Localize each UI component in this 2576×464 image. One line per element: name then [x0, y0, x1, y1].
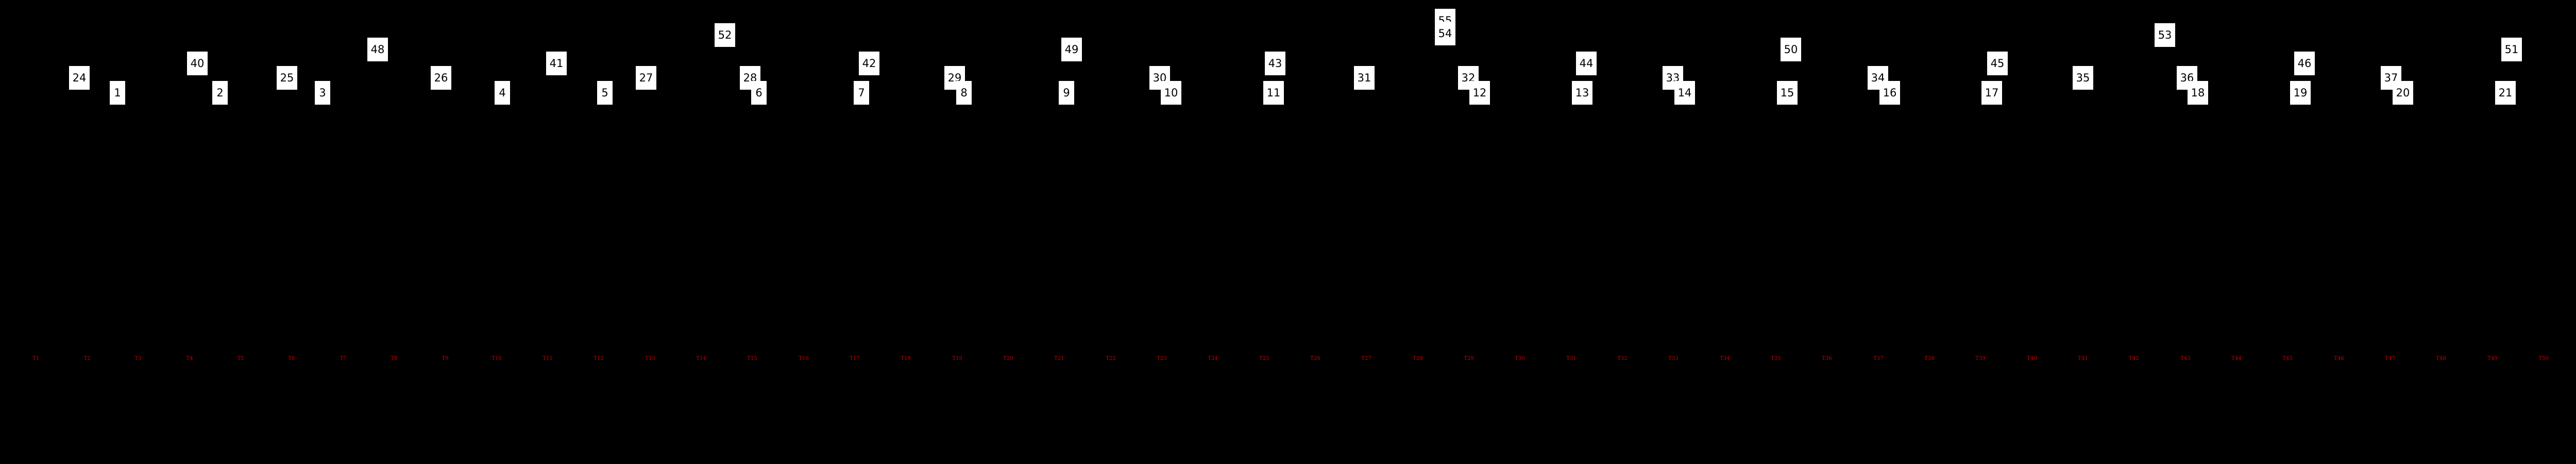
leaf-label-T24: T24 — [1208, 356, 1218, 361]
leaf-label-T21: T21 — [1054, 356, 1064, 361]
leaf-label-T50: T50 — [2538, 356, 2549, 361]
tree-node-35[interactable]: 35 — [2073, 66, 2093, 90]
leaf-label-T10: T10 — [492, 356, 502, 361]
tree-node-49[interactable]: 49 — [1061, 38, 1082, 61]
leaf-label-T23: T23 — [1157, 356, 1167, 361]
tree-node-4[interactable]: 4 — [495, 81, 510, 105]
tree-node-50[interactable]: 50 — [1781, 38, 1801, 61]
tree-node-13[interactable]: 13 — [1572, 81, 1592, 105]
tree-node-27[interactable]: 27 — [636, 66, 656, 90]
leaf-label-T48: T48 — [2436, 356, 2446, 361]
tree-node-14[interactable]: 14 — [1674, 81, 1695, 105]
tree-node-8[interactable]: 8 — [956, 81, 972, 105]
leaf-label-T16: T16 — [799, 356, 809, 361]
leaf-label-T41: T41 — [2078, 356, 2088, 361]
leaf-label-T39: T39 — [1975, 356, 1986, 361]
tree-node-37[interactable]: 37 — [2381, 66, 2401, 90]
tree-node-3[interactable]: 3 — [315, 81, 330, 105]
tree-node-18[interactable]: 18 — [2188, 81, 2208, 105]
tree-node-44[interactable]: 44 — [1576, 52, 1597, 75]
tree-node-31[interactable]: 31 — [1354, 66, 1375, 90]
tree-node-1[interactable]: 1 — [110, 81, 125, 105]
leaf-label-T28: T28 — [1413, 356, 1423, 361]
tree-node-20[interactable]: 20 — [2393, 81, 2413, 105]
leaf-label-T49: T49 — [2487, 356, 2498, 361]
leaf-label-T25: T25 — [1259, 356, 1269, 361]
tree-node-41[interactable]: 41 — [546, 52, 567, 75]
tree-node-25[interactable]: 25 — [277, 66, 297, 90]
leaf-label-T3: T3 — [134, 356, 142, 361]
leaf-label-T17: T17 — [850, 356, 860, 361]
leaf-label-T6: T6 — [288, 356, 295, 361]
leaf-label-T44: T44 — [2231, 356, 2242, 361]
tree-node-48[interactable]: 48 — [367, 38, 388, 61]
tree-node-28[interactable]: 28 — [740, 66, 760, 90]
leaf-label-T37: T37 — [1873, 356, 1884, 361]
leaf-label-T8: T8 — [391, 356, 398, 361]
leaf-label-T43: T43 — [2180, 356, 2191, 361]
leaf-label-T7: T7 — [340, 356, 347, 361]
leaf-label-T15: T15 — [747, 356, 757, 361]
tree-node-9[interactable]: 9 — [1059, 81, 1074, 105]
leaf-label-T26: T26 — [1310, 356, 1320, 361]
tree-node-33[interactable]: 33 — [1663, 66, 1683, 90]
tree-node-6[interactable]: 6 — [751, 81, 767, 105]
tree-node-10[interactable]: 10 — [1161, 81, 1181, 105]
leaf-label-T42: T42 — [2129, 356, 2139, 361]
tree-node-46[interactable]: 46 — [2294, 52, 2315, 75]
leaf-label-T19: T19 — [952, 356, 962, 361]
leaf-label-T36: T36 — [1822, 356, 1832, 361]
leaf-label-T30: T30 — [1515, 356, 1525, 361]
tree-node-51[interactable]: 51 — [2501, 38, 2522, 61]
leaf-label-T47: T47 — [2385, 356, 2395, 361]
tree-node-53[interactable]: 53 — [2155, 23, 2175, 47]
tree-node-42[interactable]: 42 — [859, 52, 879, 75]
tree-node-15[interactable]: 15 — [1777, 81, 1798, 105]
leaf-label-T46: T46 — [2334, 356, 2344, 361]
tree-node-16[interactable]: 16 — [1879, 81, 1900, 105]
leaf-label-T22: T22 — [1106, 356, 1116, 361]
leaf-label-T45: T45 — [2282, 356, 2293, 361]
tree-node-40[interactable]: 40 — [187, 52, 208, 75]
tree-node-30[interactable]: 30 — [1149, 66, 1170, 90]
tree-node-21[interactable]: 21 — [2495, 81, 2516, 105]
leaf-label-T35: T35 — [1771, 356, 1781, 361]
tree-node-7[interactable]: 7 — [854, 81, 869, 105]
leaf-label-T14: T14 — [696, 356, 706, 361]
tree-node-52[interactable]: 52 — [715, 23, 735, 47]
leaf-label-T13: T13 — [645, 356, 655, 361]
tree-node-12[interactable]: 12 — [1469, 81, 1490, 105]
tree-node-11[interactable]: 11 — [1263, 81, 1284, 105]
leaf-label-T40: T40 — [2027, 356, 2037, 361]
tree-node-24[interactable]: 24 — [69, 66, 90, 90]
leaf-label-T33: T33 — [1668, 356, 1679, 361]
leaf-label-T5: T5 — [237, 356, 244, 361]
tree-node-43[interactable]: 43 — [1265, 52, 1285, 75]
leaf-label-T31: T31 — [1566, 356, 1577, 361]
tree-node-45[interactable]: 45 — [1987, 52, 2008, 75]
tree-node-17[interactable]: 17 — [1981, 81, 2002, 105]
tree-node-2[interactable]: 2 — [212, 81, 228, 105]
leaf-label-T38: T38 — [1924, 356, 1935, 361]
tree-node-26[interactable]: 26 — [431, 66, 451, 90]
leaf-label-T2: T2 — [83, 356, 91, 361]
leaf-label-T29: T29 — [1464, 356, 1474, 361]
leaf-label-T27: T27 — [1361, 356, 1371, 361]
leaf-label-T12: T12 — [594, 356, 604, 361]
leaf-label-T11: T11 — [543, 356, 553, 361]
leaf-label-T4: T4 — [186, 356, 193, 361]
leaf-label-T32: T32 — [1617, 356, 1628, 361]
leaf-label-T18: T18 — [901, 356, 911, 361]
leaf-label-T1: T1 — [32, 356, 40, 361]
leaf-label-T9: T9 — [442, 356, 449, 361]
tree-node-54[interactable]: 54 — [1435, 22, 1455, 45]
tree-node-5[interactable]: 5 — [597, 81, 613, 105]
leaf-label-T34: T34 — [1720, 356, 1730, 361]
tree-node-36[interactable]: 36 — [2177, 66, 2197, 90]
tree-node-19[interactable]: 19 — [2290, 81, 2311, 105]
leaf-label-T20: T20 — [1003, 356, 1013, 361]
